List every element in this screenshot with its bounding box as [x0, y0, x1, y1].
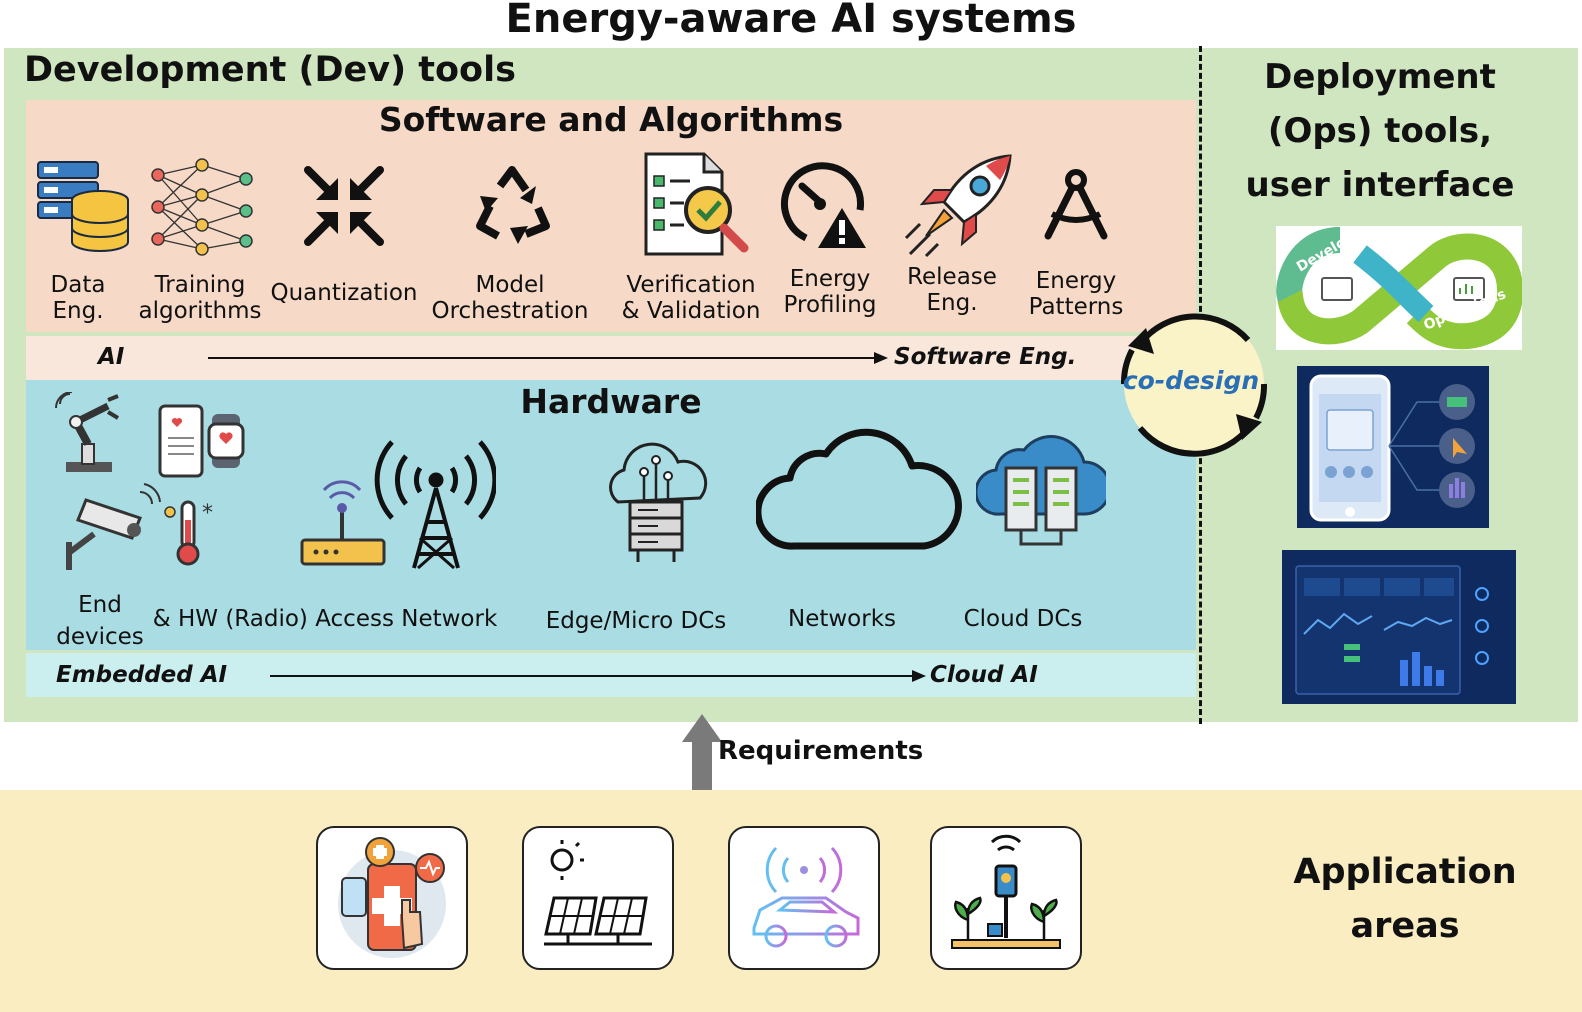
hardware-item-label: Networks [787, 606, 896, 632]
cell-tower-icon [374, 440, 496, 570]
diagram-title: Energy-aware AI systems [505, 0, 1077, 42]
router-icon [300, 480, 386, 566]
neural-network-icon [151, 158, 253, 256]
application-card [728, 826, 880, 970]
application-card [316, 826, 468, 970]
axis-end-label: Cloud AI [930, 662, 1038, 688]
robot-arm-icon [55, 392, 120, 472]
codesign-cycle-icon [1120, 313, 1268, 457]
cloud-datacenter-icon [976, 435, 1106, 546]
radio-tower-icon [300, 440, 496, 570]
mobile-app-image [1297, 366, 1489, 528]
smart-farming-icon [951, 834, 1061, 949]
hardware-item-label: Edge/Micro DCs [545, 608, 727, 634]
software-item-label: Quantization [270, 280, 418, 306]
axis-end-label: Software Eng. [894, 344, 1077, 370]
solar-panel-icon [544, 840, 652, 946]
requirements-label: Requirements [718, 736, 924, 766]
healthcare-icon [338, 837, 446, 958]
thermometer-icon: * [164, 500, 213, 566]
hardware-item-label: & HW (Radio) Access Network [152, 606, 498, 632]
compass-icon [1044, 169, 1108, 240]
software-heading: Software and Algorithms [378, 100, 844, 139]
devops-loop-image: Development Operations [1276, 209, 1523, 350]
ai-to-software-arrow [208, 352, 888, 364]
wearable-health-icon [158, 404, 245, 478]
recycle-arrows-icon [476, 166, 550, 244]
software-item-label: Verification& Validation [621, 272, 761, 324]
application-card [930, 826, 1082, 970]
dashboard-image [1282, 550, 1516, 704]
svg-text:*: * [202, 501, 213, 526]
axis-start-label: AI [98, 344, 125, 370]
compress-arrows-icon [304, 166, 384, 246]
gauge-warning-icon [781, 162, 866, 248]
devops-loop-icon: Development Operations [1276, 209, 1523, 350]
software-panel [26, 100, 1196, 332]
dev-tools-heading: Development (Dev) tools [24, 50, 516, 90]
application-card [522, 826, 674, 970]
hardware-heading: Hardware [520, 382, 702, 421]
hardware-item-label: Cloud DCs [963, 606, 1083, 632]
dashboard-icon [1295, 565, 1489, 695]
requirements-arrow [682, 714, 722, 792]
embedded-to-cloud-arrow [270, 670, 926, 682]
axis-start-label: Embedded AI [56, 662, 228, 688]
ops-tools-heading: Deployment(Ops) tools,user interface [1245, 57, 1515, 205]
checklist-magnifier-icon [644, 152, 749, 256]
database-icon [37, 161, 129, 252]
security-camera-icon [66, 483, 161, 570]
rocket-icon [904, 154, 1012, 258]
cloud-outline-icon [756, 428, 962, 550]
connected-car-icon [752, 846, 860, 948]
edge-server-icon [609, 442, 708, 562]
codesign-label: co-design [1122, 366, 1260, 395]
end-devices-icon: * [55, 392, 245, 570]
mobile-app-icon [1309, 374, 1475, 522]
